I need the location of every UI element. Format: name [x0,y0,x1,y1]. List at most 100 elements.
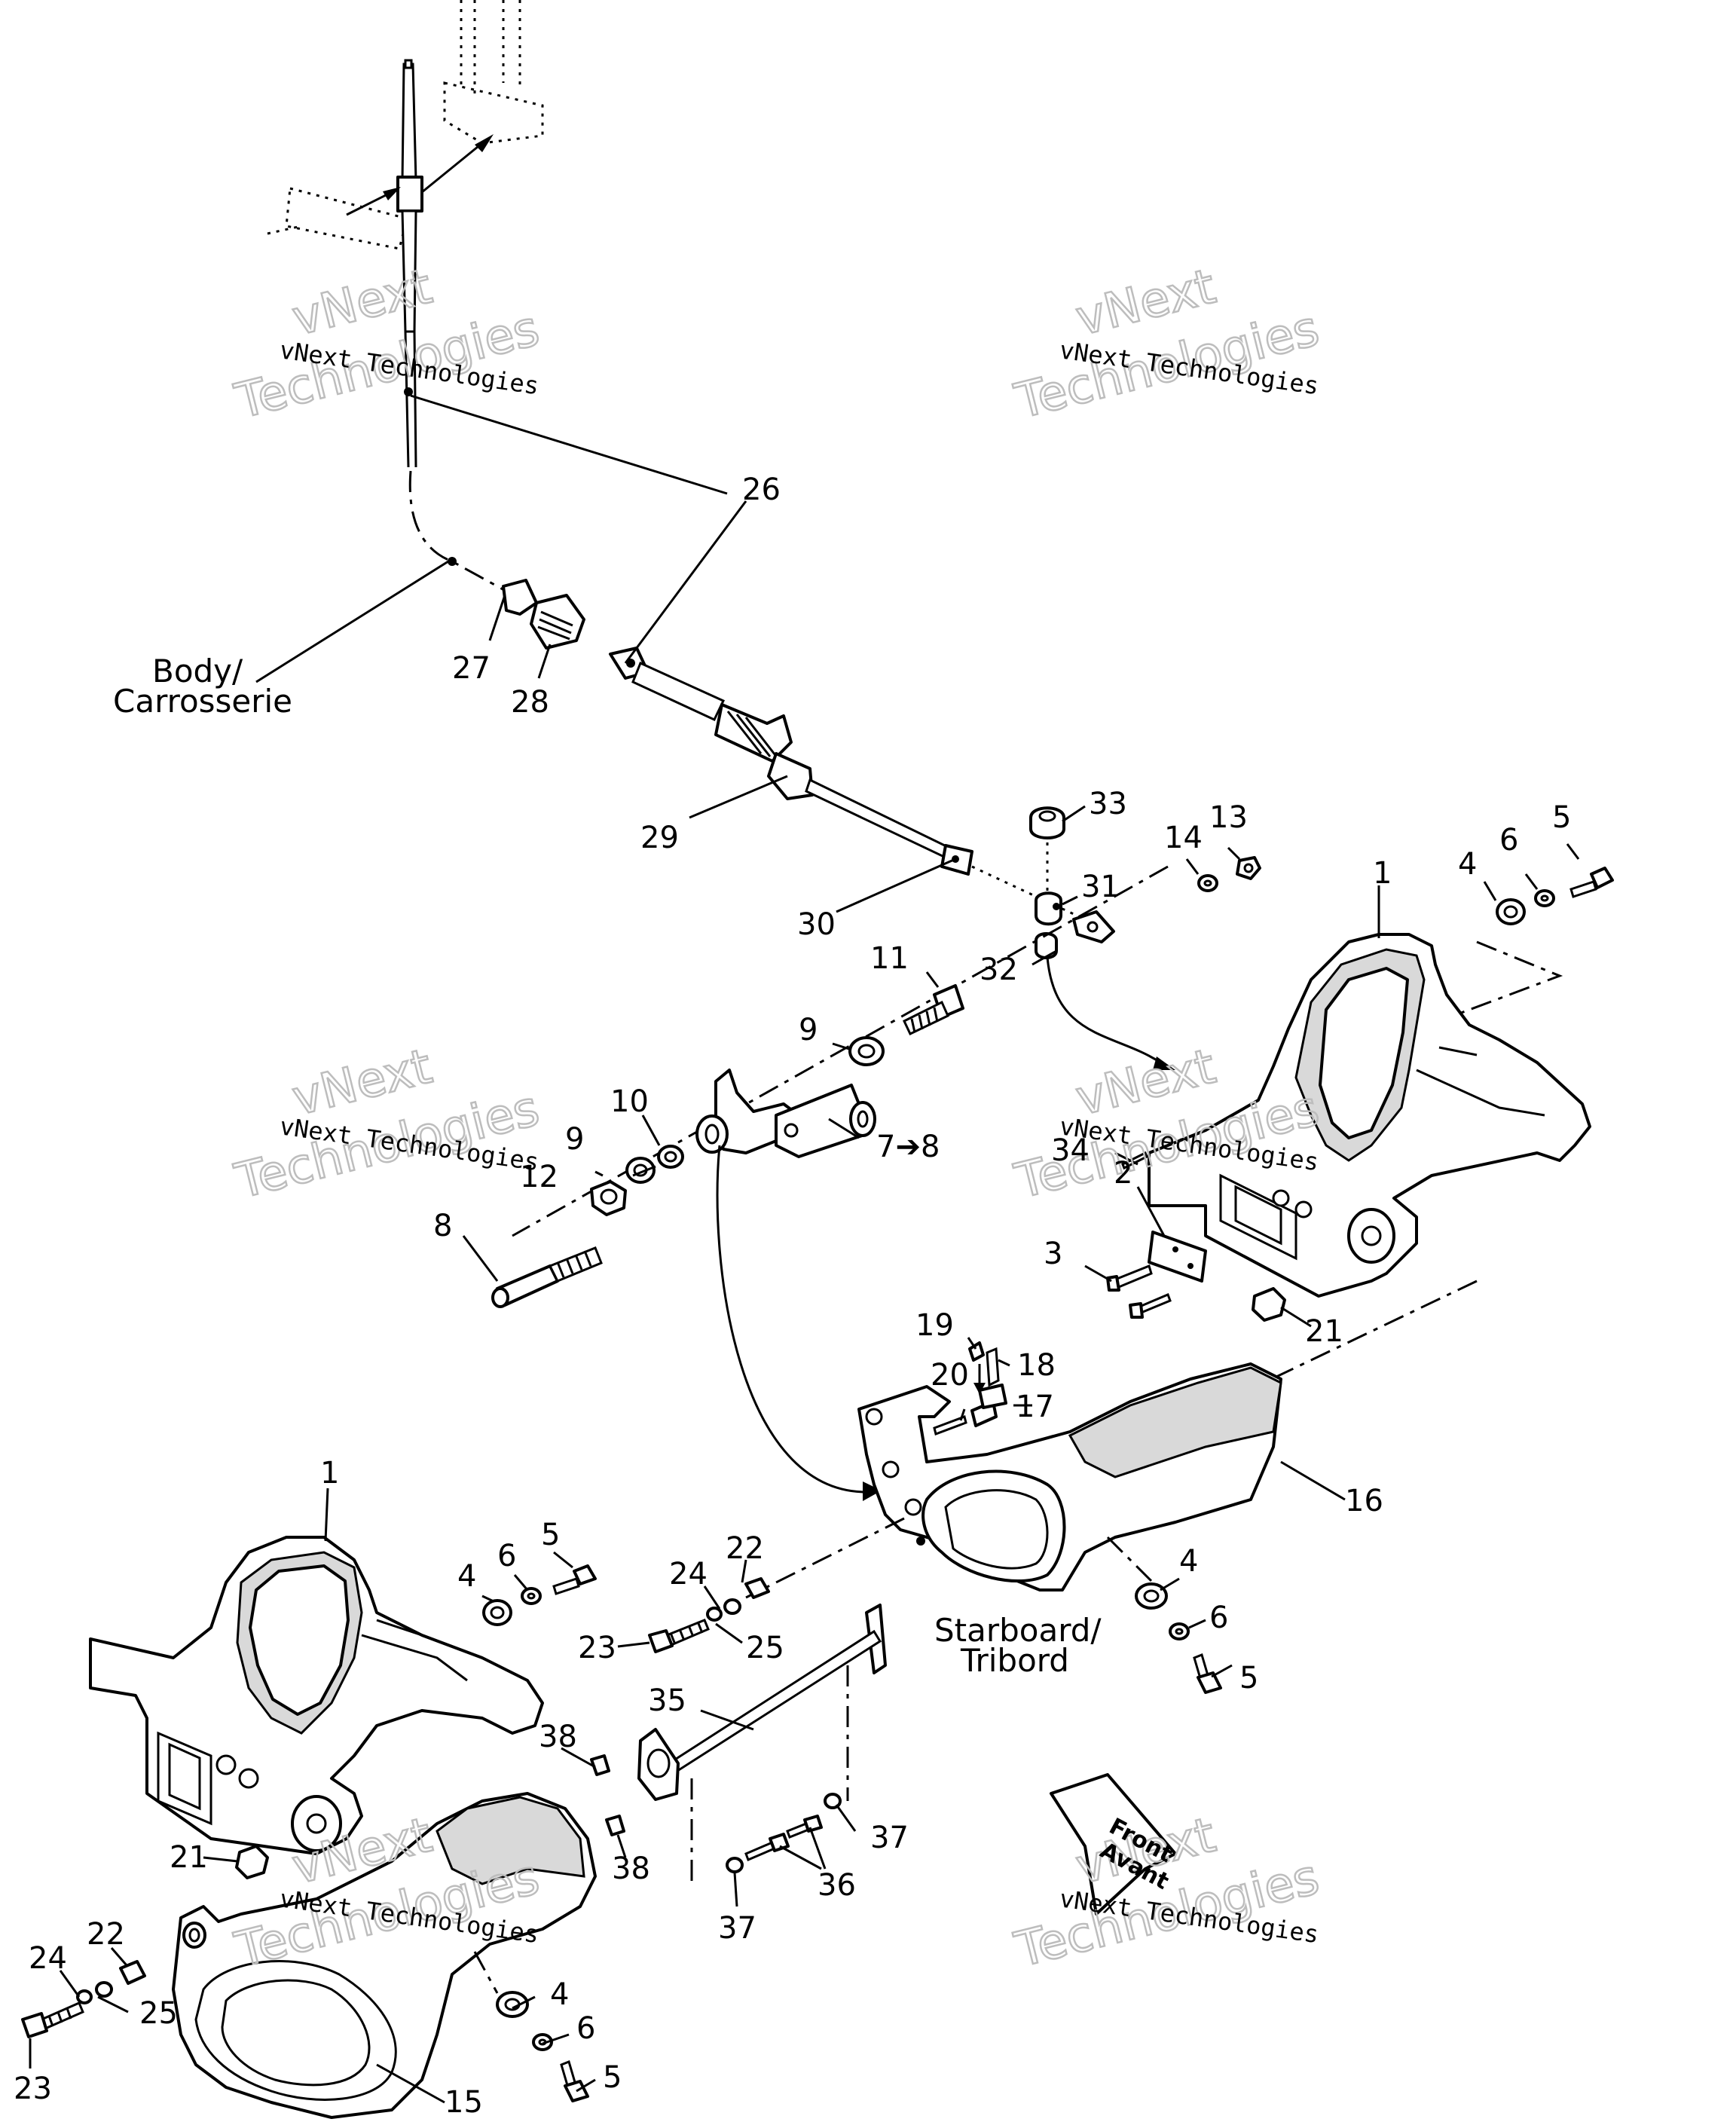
callout-21-right: 21 [1305,1314,1343,1349]
callout-16: 16 [1345,1484,1383,1518]
callout-30: 30 [797,907,836,942]
callout-22-mid: 22 [726,1531,764,1566]
callout-37-right: 37 [870,1821,909,1855]
callout-4-left-top: 4 [457,1559,476,1594]
callout-4-left-bottom: 4 [550,1977,569,2012]
shaft-35 [637,1604,887,1801]
callout-5-left-top: 5 [541,1518,560,1552]
nut-12 [590,1180,627,1216]
callout-35: 35 [648,1683,686,1718]
hardware-4-5-6-left-bottom [496,1991,589,2102]
watermark-mid-left: vNext Technologies vNext Technologies [229,1038,546,1211]
body-label-line2: Carrosserie [113,683,292,720]
callout-26: 26 [742,472,781,507]
bolt-11 [903,984,964,1036]
leader-lines [29,394,1580,2104]
callout-15: 15 [445,2085,483,2120]
callout-38-upper: 38 [539,1720,577,1754]
lever-7 [695,1069,876,1158]
hardware-4-5-6-mid [1135,1582,1222,1694]
screw-3 [1106,1264,1172,1319]
callout-9-lower: 9 [565,1122,584,1157]
centerline-right2 [1438,940,1563,1023]
centerline-right-hw [1106,1536,1154,1584]
callout-10: 10 [610,1084,649,1119]
callout-5-top-right: 5 [1552,800,1571,835]
upper-ghost-assembly [267,0,544,250]
bushing-9-upper [848,1036,885,1066]
port-intake-15 [172,1792,597,2119]
callout-28: 28 [511,685,549,720]
callout-2: 2 [1114,1156,1132,1191]
callout-24-left: 24 [29,1941,67,1976]
cable-nut-27 [502,579,538,616]
hardware-4-5-6-left-top [482,1564,597,1626]
callout-23-left: 23 [14,2072,52,2106]
callout-22-left: 22 [87,1917,125,1952]
cable-adapter-28 [530,594,585,650]
hardware-22-25-mid [648,1577,770,1653]
throttle-cable-upper [346,59,528,604]
callout-29: 29 [640,821,679,855]
callout-23-mid: 23 [578,1631,616,1665]
watermark-top-left: vNext Technologies vNext Technologies [229,258,546,431]
callout-6-left-bottom: 6 [576,2011,595,2046]
callout-13: 13 [1209,800,1248,835]
arrow-32-to-34 [1046,956,1161,1064]
callout-36: 36 [818,1868,856,1903]
callout-1-left: 1 [320,1456,339,1491]
callout-19: 19 [915,1308,954,1343]
watermark-bottom-right: vNext Technologies vNext Technologies [1009,1806,1325,1980]
callouts: 26 27 28 29 30 33 31 32 14 13 1 4 6 5 11… [14,472,1571,2120]
callout-24-mid: 24 [669,1557,708,1592]
centerline-upper [512,865,1169,1237]
starboard-label-line1: Starboard/ [934,1612,1102,1649]
callout-8: 8 [433,1209,452,1243]
callout-7-8: 7➔8 [876,1130,940,1164]
callout-6-mid: 6 [1209,1601,1228,1635]
clip-parts-17-20 [933,1341,1007,1436]
callout-6-top-right: 6 [1499,823,1518,858]
starboard-intake-16 [857,1362,1282,1592]
callout-31: 31 [1081,870,1120,904]
arrow-head-32 [1153,1056,1175,1070]
callout-4-top-right: 4 [1458,847,1477,882]
throttle-cable-lower [609,647,1086,921]
starboard-label-line2: Tribord [960,1642,1069,1679]
callout-27: 27 [452,651,491,686]
callout-25-left: 25 [139,1996,178,2031]
nut-21-left [235,1845,269,1879]
callout-18: 18 [1017,1348,1056,1383]
pin-34 [1121,1151,1148,1170]
callout-5-mid: 5 [1239,1661,1258,1695]
callout-5-left-bottom: 5 [603,2060,622,2095]
callout-20: 20 [931,1358,969,1393]
arrow-head-7-to-16 [863,1481,882,1501]
plate-2 [1148,1231,1207,1283]
nut-13 [1236,856,1261,880]
hardware-36-37-38 [590,1754,842,1873]
callout-21-left: 21 [170,1840,208,1875]
arrow-7-to-16 [716,1145,867,1494]
nut-21-right [1252,1287,1286,1322]
bracket-1-right [1148,933,1591,1298]
bushing-9-lower [625,1157,656,1184]
callout-32: 32 [980,952,1018,987]
bracket-1-left [89,1536,544,1855]
centerline-right [1145,1280,1478,1441]
callout-14: 14 [1164,821,1203,855]
callout-17: 17 [1016,1390,1054,1424]
washer-14 [1197,874,1218,892]
callout-6-left-top: 6 [497,1539,516,1573]
callout-38-lower: 38 [612,1851,650,1886]
callout-34: 34 [1051,1133,1090,1168]
centerline-left-pump [473,1951,499,1994]
centerline-pump [745,1517,905,1599]
callout-3: 3 [1044,1237,1062,1271]
washer-10 [657,1145,684,1169]
callout-37-left: 37 [718,1911,756,1946]
watermark-top-right: vNext Technologies vNext Technologies [1009,258,1325,431]
callout-33: 33 [1089,787,1127,821]
hardware-22-25-left [21,1960,146,2038]
